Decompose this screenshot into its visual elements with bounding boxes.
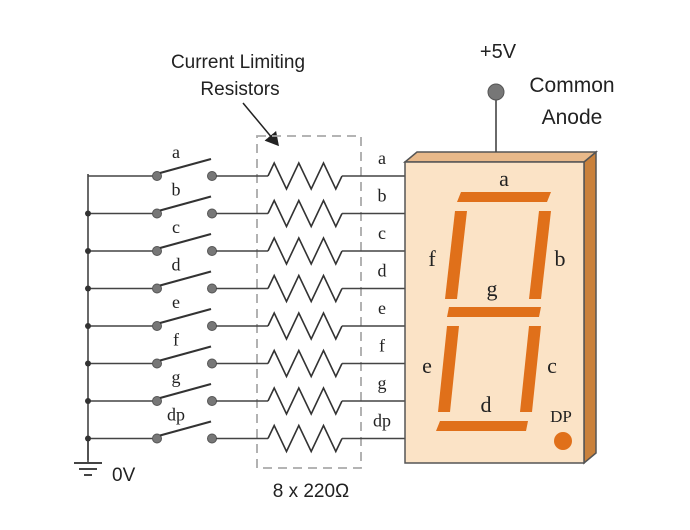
segment-b xyxy=(529,211,551,299)
resistor-icon-dp xyxy=(267,423,343,454)
seven-segment-display: a b c d e f g DP xyxy=(402,150,599,465)
resistor-icon-b xyxy=(267,198,343,229)
rail-junction-dp xyxy=(85,435,91,442)
common-anode-label-line-2: Anode xyxy=(542,106,603,129)
segment-label-g: g xyxy=(487,276,498,301)
resistor-icon-c xyxy=(267,236,343,266)
pin-label-g: g xyxy=(378,373,387,393)
ground-label: 0V xyxy=(112,465,136,486)
resistor-caption-line-2: Resistors xyxy=(200,79,279,100)
pin-label-a: a xyxy=(378,148,386,168)
switch-terminal-right-dp xyxy=(207,433,217,444)
switch-icon-e[interactable] xyxy=(159,307,212,325)
common-anode-label-line-1: Common xyxy=(529,74,614,97)
decimal-point-label: DP xyxy=(550,407,572,426)
display-side xyxy=(583,150,597,465)
resistor-caption-line-1: Current Limiting xyxy=(171,52,305,73)
segment-f xyxy=(445,211,467,299)
switch-terminal-left-e xyxy=(152,321,162,331)
switch-terminal-left-c xyxy=(152,246,162,256)
switch-terminal-left-d xyxy=(152,283,162,294)
ground-icon xyxy=(74,439,102,476)
switch-icon-g[interactable] xyxy=(159,382,212,400)
segment-a xyxy=(457,192,551,202)
decimal-point-dot xyxy=(554,432,572,450)
switch-label-d: d xyxy=(172,255,181,275)
switch-terminal-left-f xyxy=(152,358,162,369)
rail-junction-g xyxy=(85,398,91,404)
switch-terminal-right-c xyxy=(207,246,217,256)
rail-junction-f xyxy=(85,360,91,367)
resistor-icon-d xyxy=(267,273,343,304)
resistor-value-label: 8 x 220Ω xyxy=(273,481,350,502)
switch-terminal-right-e xyxy=(207,321,217,331)
resistor-icon-a xyxy=(267,161,343,191)
segment-label-d: d xyxy=(481,392,492,417)
pin-label-f: f xyxy=(379,336,385,356)
segment-d xyxy=(436,421,528,431)
switch-label-f: f xyxy=(173,330,179,350)
switch-terminal-left-a xyxy=(152,171,162,181)
switch-label-e: e xyxy=(172,292,180,312)
rail-junction-c xyxy=(85,248,91,254)
supply-terminal-icon xyxy=(487,83,505,101)
pin-label-e: e xyxy=(378,298,386,318)
switch-label-a: a xyxy=(172,142,180,162)
resistor-network-box xyxy=(256,135,362,469)
pin-label-b: b xyxy=(378,186,387,206)
resistor-icon-f xyxy=(267,348,343,379)
display-top xyxy=(402,151,599,163)
switch-icon-b[interactable] xyxy=(159,195,212,212)
resistor-icon-g xyxy=(267,386,343,416)
switch-label-dp: dp xyxy=(167,405,185,425)
switch-icon-a[interactable] xyxy=(159,157,212,175)
switch-terminal-right-b xyxy=(207,208,217,219)
segment-c xyxy=(520,326,541,412)
rail-junction-d xyxy=(85,285,91,292)
switch-terminal-right-g xyxy=(207,396,217,406)
pin-label-c: c xyxy=(378,223,386,243)
switch-terminal-left-dp xyxy=(152,433,162,444)
segment-label-a: a xyxy=(499,166,509,191)
segment-e xyxy=(438,326,459,412)
supply-voltage-label: +5V xyxy=(480,41,517,63)
segment-label-f: f xyxy=(428,246,436,271)
switch-icon-dp[interactable] xyxy=(159,420,212,437)
segment-label-c: c xyxy=(547,353,557,378)
segment-g xyxy=(447,307,541,317)
switch-terminal-left-g xyxy=(152,396,162,406)
switch-terminal-right-d xyxy=(207,283,217,294)
switch-terminal-right-f xyxy=(207,358,217,369)
resistor-icon-e xyxy=(267,311,343,341)
pin-label-dp: dp xyxy=(373,411,391,431)
switch-terminal-left-b xyxy=(152,208,162,219)
switch-label-c: c xyxy=(172,217,180,237)
segment-label-e: e xyxy=(422,353,432,378)
switch-terminal-right-a xyxy=(207,171,217,181)
switch-icon-c[interactable] xyxy=(159,232,212,250)
rail-junction-e xyxy=(85,323,91,329)
switch-label-b: b xyxy=(172,180,181,200)
arrow-icon xyxy=(242,102,279,147)
switch-icon-f[interactable] xyxy=(159,345,212,362)
rail-junction-b xyxy=(85,210,91,217)
switch-icon-d[interactable] xyxy=(159,270,212,287)
segment-label-b: b xyxy=(555,246,566,271)
switch-label-g: g xyxy=(172,367,181,387)
pin-label-d: d xyxy=(378,261,387,281)
